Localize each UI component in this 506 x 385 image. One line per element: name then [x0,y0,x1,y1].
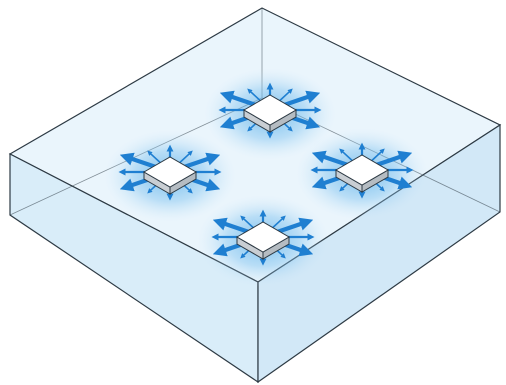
diffuser-face [142,156,198,188]
diffuser-face [235,221,291,253]
airflow-arrow [178,150,193,165]
airflow-arrow [270,215,286,230]
airflow-arrow [147,150,162,165]
room-box [8,7,502,384]
airflow-arrow [273,217,314,235]
airflow-arrow [277,88,293,103]
diffuser-face [334,154,390,186]
airflow-arrow [280,90,321,108]
airflow-arrow [369,148,385,163]
airflow-arrow [372,150,413,168]
diffuser-top [204,68,336,160]
airflow-arrow [119,152,160,170]
airflow-arrow [247,88,263,103]
diffuser-bottom [197,195,329,287]
airflow-arrow [311,150,352,168]
diffuser-right [296,128,428,220]
airflow-arrow [180,152,221,170]
airflow-arrow [339,148,355,163]
airflow-arrow [240,215,255,230]
airflow-arrow [219,90,260,108]
diffuser-face [242,94,298,126]
diffuser-left [104,130,236,222]
airflow-arrow [212,217,253,235]
